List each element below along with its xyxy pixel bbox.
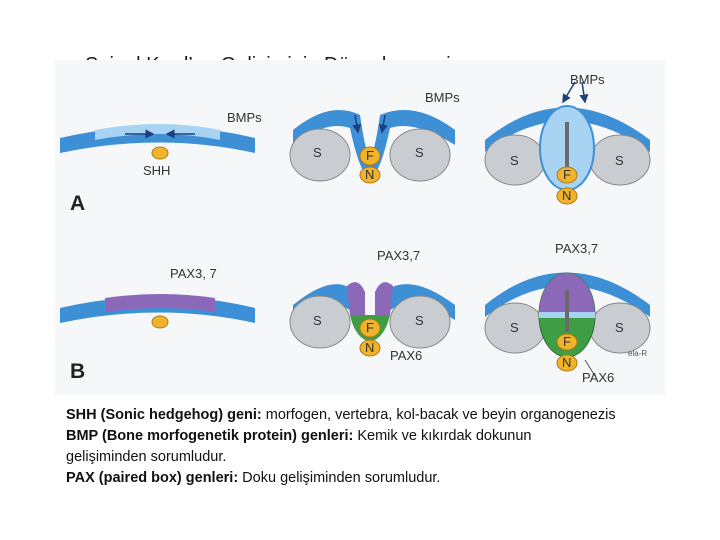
b3-floor-plate: F bbox=[563, 334, 571, 349]
b1-pax37-label: PAX3, 7 bbox=[170, 266, 217, 281]
panel-b-label: B bbox=[70, 360, 85, 383]
b2-notochord: N bbox=[365, 340, 374, 355]
pax-desc: Doku gelişiminden sorumludur. bbox=[238, 470, 441, 486]
b3-pax6-label: PAX6 bbox=[582, 370, 614, 385]
spinal-cord-figure: BMPs SHH A S S F N BMPs BMPs S S F N PAX… bbox=[55, 60, 665, 395]
a3-somite-right: S bbox=[615, 153, 624, 168]
b2-somite-left: S bbox=[313, 313, 322, 328]
a3-floor-plate: F bbox=[563, 167, 571, 182]
a2-somite-right: S bbox=[415, 145, 424, 160]
b2-neural-groove bbox=[289, 282, 455, 357]
b3-somite-left: S bbox=[510, 320, 519, 335]
caption-line-bmp-cont: gelişiminden sorumludur. bbox=[66, 449, 227, 465]
pax-term: PAX (paired box) genleri: bbox=[66, 470, 239, 486]
bmp-desc: Kemik ve kıkırdak dokunun bbox=[353, 428, 532, 444]
a3-bmps-label: BMPs bbox=[570, 72, 605, 87]
a1-bmps-label: BMPs bbox=[227, 110, 262, 125]
b2-pax37-label: PAX3,7 bbox=[377, 248, 420, 263]
b3-neural-tube bbox=[484, 272, 651, 377]
a3-somite-left: S bbox=[510, 153, 519, 168]
caption: SHH (Sonic hedgehog) geni: morfogen, ver… bbox=[66, 405, 696, 489]
bmp-term: BMP (Bone morfogenetik protein) genleri: bbox=[66, 428, 354, 444]
caption-line-bmp: BMP (Bone morfogenetik protein) genleri:… bbox=[66, 426, 696, 447]
b2-floor-plate: F bbox=[366, 320, 374, 335]
b2-somite-right: S bbox=[415, 313, 424, 328]
b3-pax37-label: PAX3,7 bbox=[555, 241, 598, 256]
caption-line-pax: PAX (paired box) genleri: Doku gelişimin… bbox=[66, 468, 696, 489]
a1-neural-plate bbox=[60, 124, 255, 160]
artist-signature: ela-R bbox=[628, 349, 647, 358]
shh-label: SHH bbox=[143, 163, 170, 178]
b3-notochord: N bbox=[562, 355, 571, 370]
panel-a-label: A bbox=[70, 192, 85, 215]
a2-somite-left: S bbox=[313, 145, 322, 160]
a2-floor-plate: F bbox=[366, 148, 374, 163]
a2-notochord: N bbox=[365, 167, 374, 182]
b3-somite-right: S bbox=[615, 320, 624, 335]
a2-bmps-label: BMPs bbox=[425, 90, 460, 105]
a2-neural-groove bbox=[289, 110, 455, 184]
b2-pax6-label: PAX6 bbox=[390, 348, 422, 363]
a3-neural-tube bbox=[484, 81, 651, 205]
b1-neural-plate bbox=[60, 294, 255, 329]
shh-desc: morfogen, vertebra, kol-bacak ve beyin o… bbox=[261, 407, 616, 423]
caption-line-shh: SHH (Sonic hedgehog) geni: morfogen, ver… bbox=[66, 405, 696, 426]
a3-notochord: N bbox=[562, 188, 571, 203]
shh-term: SHH (Sonic hedgehog) geni: bbox=[66, 407, 262, 423]
